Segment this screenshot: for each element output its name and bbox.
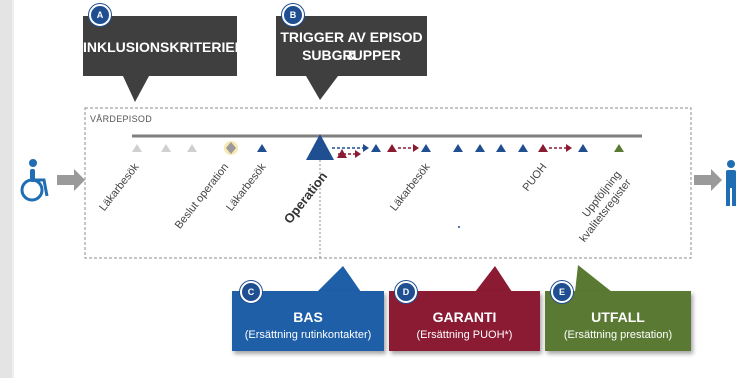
arrow-blue-1-head bbox=[363, 144, 369, 152]
marker-blue-8 bbox=[578, 144, 588, 152]
box-utfall-subtitle: (Ersättning prestation) bbox=[563, 329, 673, 341]
marker-maroon-0 bbox=[337, 149, 347, 158]
box-garanti: GARANTI (Ersättning PUOH*) bbox=[389, 291, 540, 351]
arrow-in bbox=[57, 169, 85, 191]
marker-maroon-2 bbox=[538, 144, 548, 152]
arrow-out bbox=[694, 169, 722, 191]
person-icon bbox=[726, 160, 736, 206]
callout-inklusionskriterier: INKLUSIONSKRITERIER bbox=[83, 16, 245, 104]
box-bas-title: BAS bbox=[293, 309, 323, 325]
badge-c: C bbox=[240, 281, 262, 303]
box-utfall-title: UTFALL bbox=[591, 309, 645, 325]
marker-gray-2 bbox=[161, 144, 171, 152]
callout-trigger: TRIGGER AV EPISOD & SUBGRUPPER bbox=[276, 16, 427, 102]
marker-gray-1 bbox=[132, 144, 142, 152]
box-garanti-subtitle: (Ersättning PUOH*) bbox=[416, 329, 513, 341]
marker-operation bbox=[306, 134, 334, 160]
marker-blue-4 bbox=[453, 144, 463, 152]
marker-blue-3 bbox=[421, 144, 431, 152]
box-utfall: UTFALL (Ersättning prestation) bbox=[545, 291, 691, 351]
episode-label: VÅRDEPISOD bbox=[90, 114, 153, 124]
pointer-c bbox=[317, 266, 361, 292]
badge-a: A bbox=[89, 4, 111, 26]
left-edge-bar-highlight bbox=[12, 0, 14, 378]
box-garanti-title: GARANTI bbox=[432, 309, 497, 325]
stray-dot bbox=[458, 226, 460, 228]
callout-a-title: INKLUSIONSKRITERIER bbox=[83, 39, 245, 55]
marker-blue-2 bbox=[371, 144, 381, 152]
arrow-maroon-2-head bbox=[413, 144, 419, 152]
badge-d: D bbox=[395, 281, 417, 303]
callout-a-shape bbox=[83, 16, 237, 102]
callout-b-title-line1: TRIGGER AV EPISOD & bbox=[280, 29, 423, 63]
arrow-maroon-3-head bbox=[566, 144, 572, 152]
box-bas-subtitle: (Ersättning rutinkontakter) bbox=[244, 329, 372, 341]
marker-olive bbox=[614, 144, 624, 152]
pointer-e bbox=[575, 265, 612, 292]
marker-blue-7 bbox=[518, 144, 528, 152]
badge-e: E bbox=[551, 281, 573, 303]
marker-maroon-1 bbox=[387, 144, 397, 152]
pointer-d bbox=[475, 266, 512, 292]
wheelchair-icon bbox=[20, 159, 49, 202]
badge-b: B bbox=[282, 4, 304, 26]
marker-blue-5 bbox=[475, 144, 485, 152]
marker-blue-1 bbox=[257, 144, 267, 152]
arrow-maroon-1-head bbox=[355, 150, 361, 158]
callout-b-title-line2: SUBGRUPPER bbox=[302, 47, 401, 63]
left-edge-bar bbox=[0, 0, 12, 378]
marker-beslut bbox=[226, 142, 236, 154]
callout-b-shape bbox=[276, 16, 427, 100]
box-bas: BAS (Ersättning rutinkontakter) bbox=[232, 291, 384, 351]
episode-frame bbox=[84, 107, 692, 259]
marker-gray-3 bbox=[187, 144, 197, 152]
marker-blue-6 bbox=[496, 144, 506, 152]
